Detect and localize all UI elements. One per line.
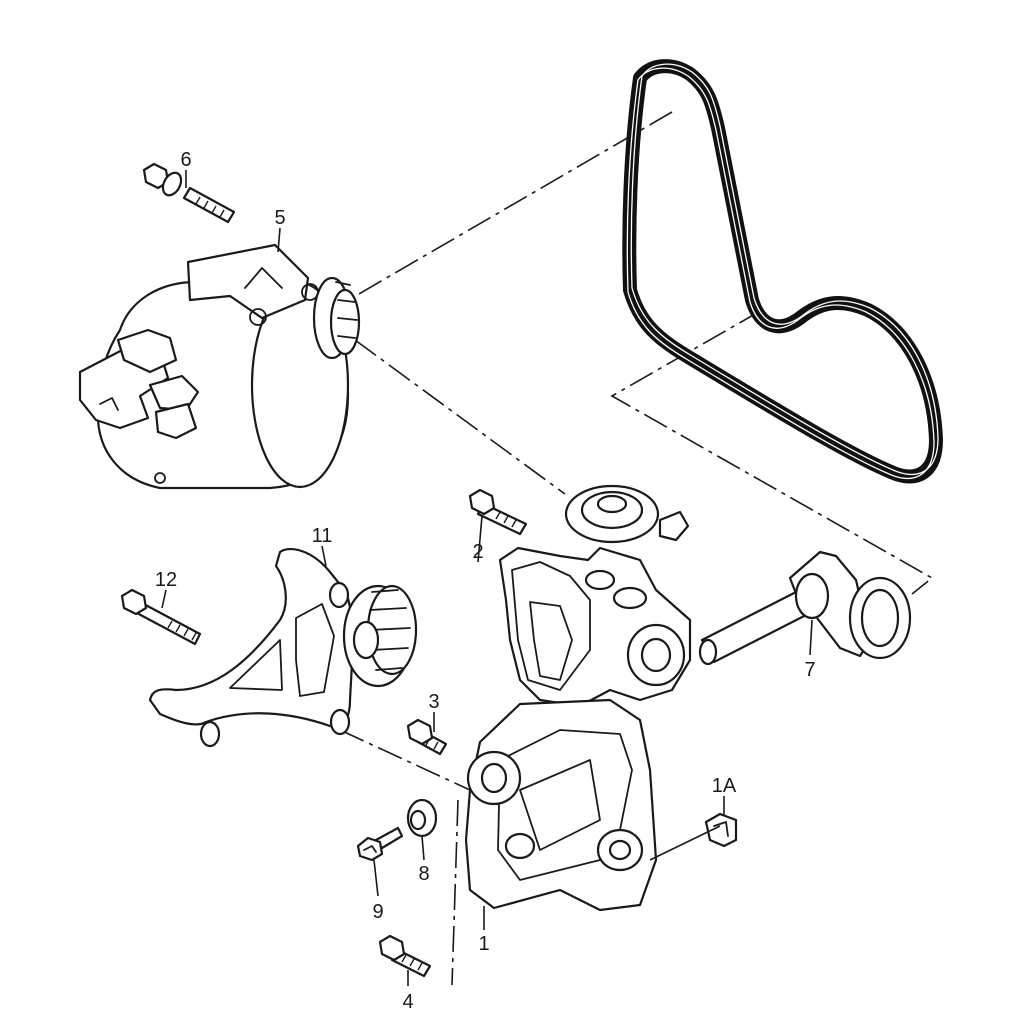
callout-2: 2: [472, 541, 483, 563]
callout-4: 4: [402, 991, 413, 1013]
bolt-4: [378, 934, 432, 978]
spacer-sleeve: [406, 798, 438, 838]
callout-6: 6: [180, 149, 191, 171]
bolt-3: [406, 718, 448, 756]
callout-12: 12: [155, 569, 177, 591]
ribbed-belt: [622, 59, 943, 484]
callout-11: 11: [312, 525, 333, 547]
callout-3: 3: [428, 691, 439, 713]
bolt-12: [120, 588, 202, 646]
callout-8: 8: [418, 863, 429, 885]
callout-5: 5: [274, 207, 285, 229]
callout-1: 1: [478, 933, 489, 955]
bolt-9: [356, 826, 404, 862]
callout-labels: 6 5 2 11 12 3 7 1A 8 9 1 4: [155, 149, 816, 1013]
alternator: [78, 243, 361, 490]
callout-1a: 1A: [712, 775, 737, 797]
tensioner-bracket: [148, 547, 418, 748]
bolt-6: [142, 162, 236, 224]
bolt-2: [468, 488, 528, 536]
main-bracket: [464, 484, 692, 912]
callout-7: 7: [804, 659, 815, 681]
leader-lines: [161, 170, 813, 986]
idler-pulley: [698, 550, 912, 666]
callout-9: 9: [372, 901, 383, 923]
clip-1a: [704, 812, 738, 848]
